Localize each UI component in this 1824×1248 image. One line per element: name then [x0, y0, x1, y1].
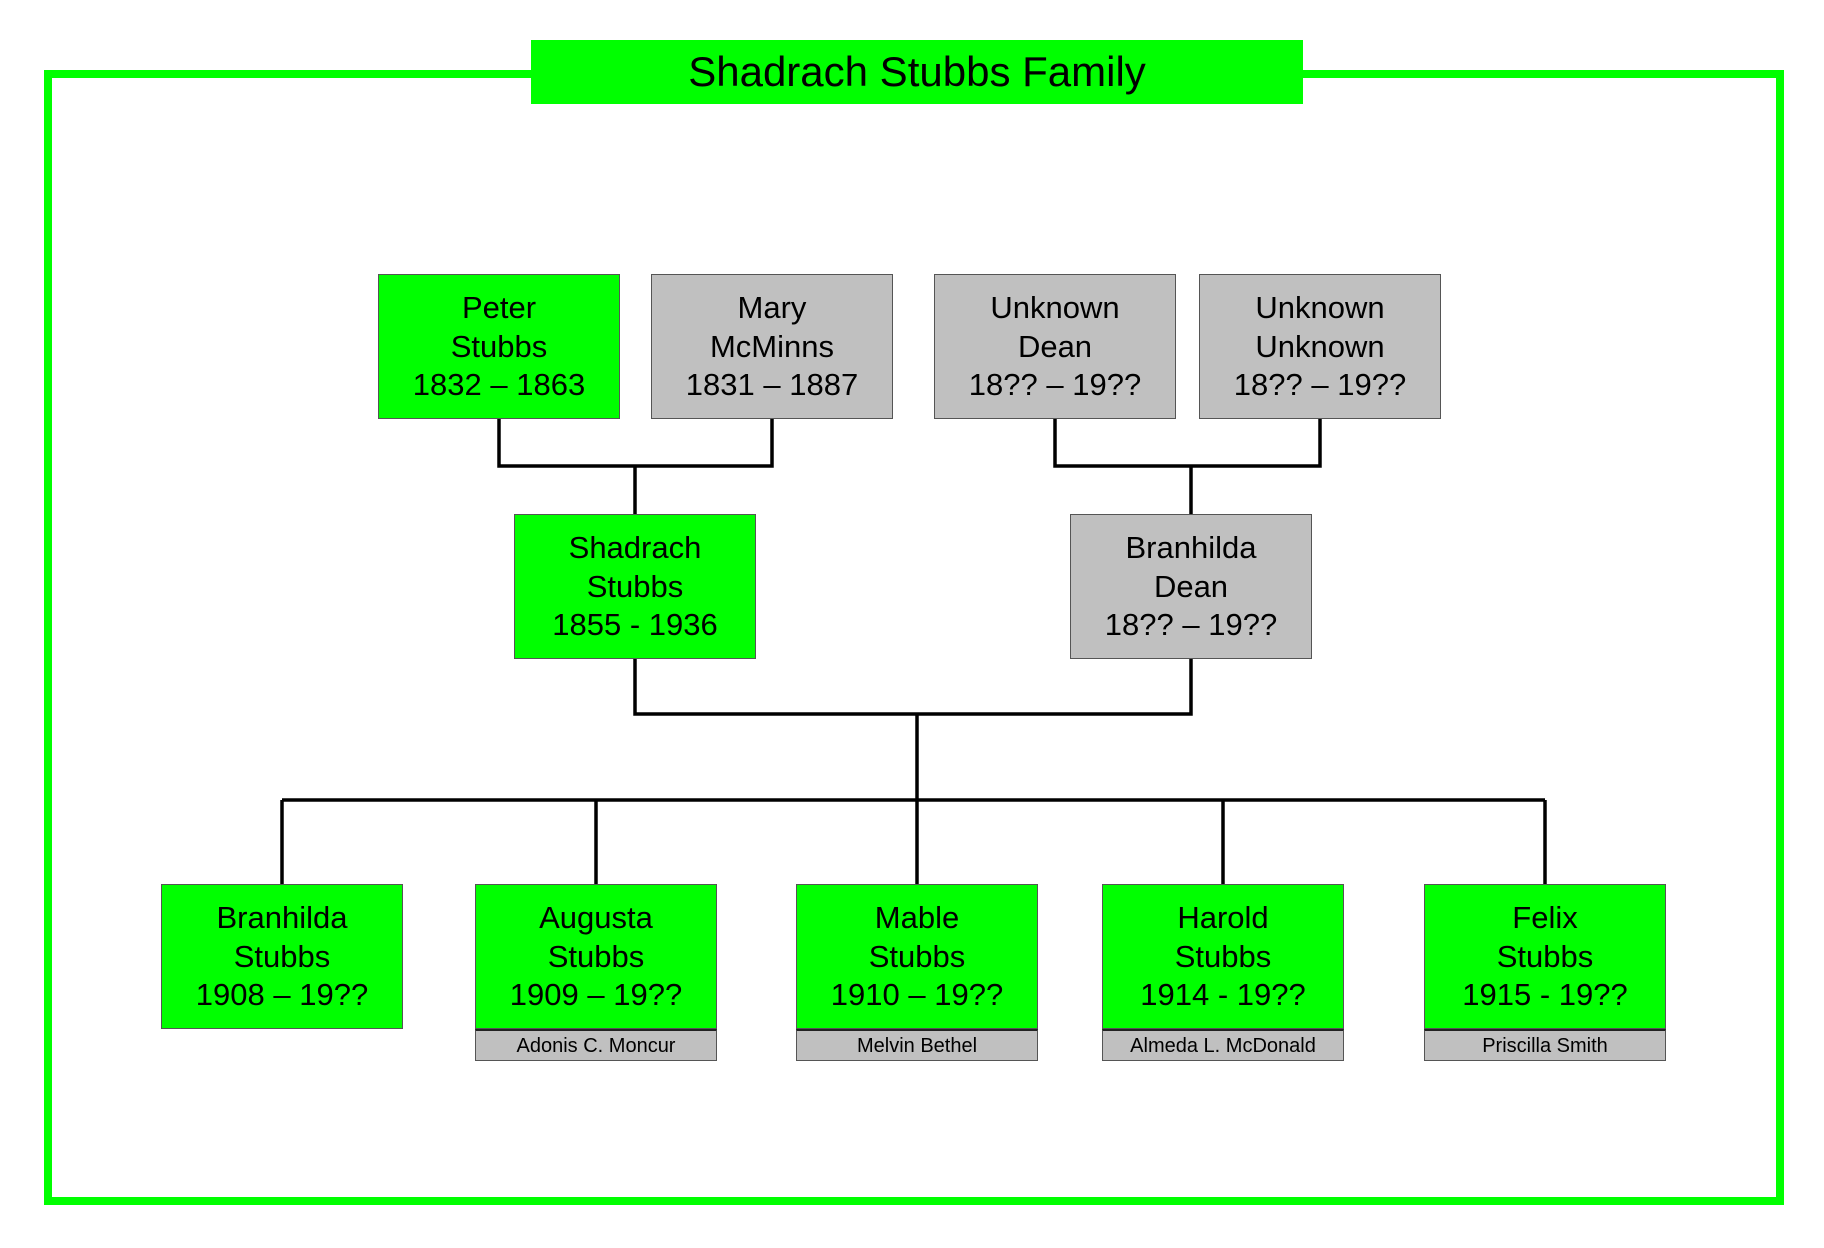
- person-dates: 1909 – 19??: [509, 977, 683, 1012]
- connector-line: [497, 418, 774, 468]
- person-box-augusta-stubbs: Augusta Stubbs 1909 – 19??: [475, 884, 717, 1029]
- spouse-label: Almeda L. McDonald: [1102, 1029, 1344, 1061]
- person-last-name: McMinns: [709, 328, 834, 364]
- person-last-name: Stubbs: [233, 938, 331, 974]
- person-dates: 18?? – 19??: [968, 367, 1142, 402]
- person-dates: 1910 – 19??: [830, 977, 1004, 1012]
- spouse-label: Adonis C. Moncur: [475, 1029, 717, 1061]
- person-first-name: Mary: [737, 290, 807, 325]
- person-dates: 1914 - 19??: [1140, 977, 1306, 1012]
- person-last-name: Stubbs: [586, 568, 684, 604]
- person-first-name: Branhilda: [1125, 530, 1257, 565]
- person-last-name: Dean: [1017, 328, 1093, 364]
- person-box-peter-stubbs: Peter Stubbs 1832 – 1863: [378, 274, 620, 419]
- person-box-unknown-dean: Unknown Dean 18?? – 19??: [934, 274, 1176, 419]
- person-dates: 18?? – 19??: [1233, 367, 1407, 402]
- person-box-unknown-unknown: Unknown Unknown 18?? – 19??: [1199, 274, 1441, 419]
- person-first-name: Mable: [874, 900, 960, 935]
- person-box-shadrach-stubbs: Shadrach Stubbs 1855 - 1936: [514, 514, 756, 659]
- person-last-name: Dean: [1153, 568, 1229, 604]
- person-dates: 1831 – 1887: [685, 367, 859, 402]
- connector-line: [1053, 418, 1322, 468]
- person-box-mary-mcminns: Mary McMinns 1831 – 1887: [651, 274, 893, 419]
- person-first-name: Branhilda: [216, 900, 348, 935]
- person-dates: 1832 – 1863: [412, 367, 586, 402]
- person-last-name: Stubbs: [868, 938, 966, 974]
- person-dates: 1855 - 1936: [552, 607, 718, 642]
- person-box-branhilda-stubbs: Branhilda Stubbs 1908 – 19??: [161, 884, 403, 1029]
- person-box-harold-stubbs: Harold Stubbs 1914 - 19??: [1102, 884, 1344, 1029]
- page-title: Shadrach Stubbs Family: [531, 40, 1303, 104]
- person-last-name: Stubbs: [547, 938, 645, 974]
- person-last-name: Stubbs: [1174, 938, 1272, 974]
- person-dates: 1915 - 19??: [1462, 977, 1628, 1012]
- connector-line: [633, 659, 1193, 716]
- person-dates: 18?? – 19??: [1104, 607, 1278, 642]
- person-dates: 1908 – 19??: [195, 977, 369, 1012]
- person-box-mable-stubbs: Mable Stubbs 1910 – 19??: [796, 884, 1038, 1029]
- person-first-name: Unknown: [990, 290, 1120, 325]
- person-first-name: Harold: [1177, 900, 1269, 935]
- person-first-name: Peter: [461, 290, 537, 325]
- person-last-name: Stubbs: [450, 328, 548, 364]
- person-box-felix-stubbs: Felix Stubbs 1915 - 19??: [1424, 884, 1666, 1029]
- person-last-name: Stubbs: [1496, 938, 1594, 974]
- person-box-branhilda-dean: Branhilda Dean 18?? – 19??: [1070, 514, 1312, 659]
- person-first-name: Unknown: [1255, 290, 1385, 325]
- spouse-label: Priscilla Smith: [1424, 1029, 1666, 1061]
- person-last-name: Unknown: [1255, 328, 1385, 364]
- spouse-label: Melvin Bethel: [796, 1029, 1038, 1061]
- person-first-name: Augusta: [539, 900, 653, 935]
- person-first-name: Shadrach: [568, 530, 702, 565]
- person-first-name: Felix: [1512, 900, 1578, 935]
